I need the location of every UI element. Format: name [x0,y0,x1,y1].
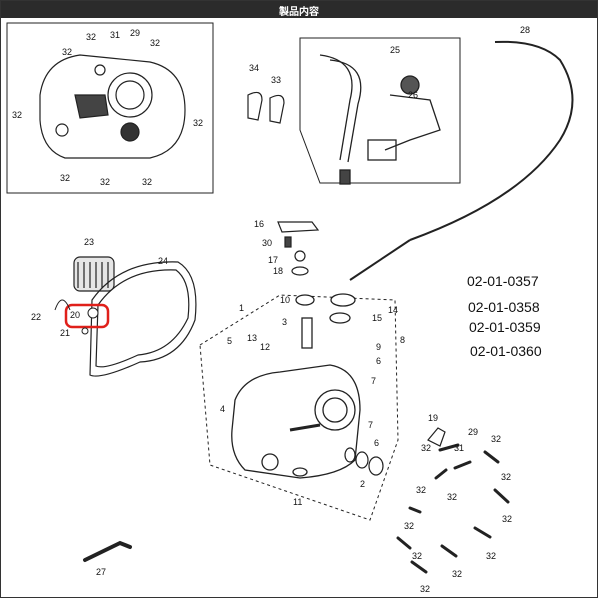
linkage-drawing [277,221,320,276]
callout-filter-2: 22 [31,312,41,322]
callout-cover-right-9: 11 [293,497,302,507]
callout-bolts-0: 19 [428,413,438,423]
callout-bolts-6: 32 [447,492,457,502]
callout-inset-8: 32 [100,177,110,187]
title-text: 製品内容 [279,7,319,18]
callout-cover-left-1: 5 [227,336,232,346]
highlight-part-20 [64,303,110,329]
cable-clamps-drawing [247,91,285,124]
part-20-plug [87,307,99,319]
callout-inset-1: 32 [86,32,96,42]
callout-bolts-12: 32 [420,584,430,594]
callout-bolts-8: 32 [404,521,414,531]
callout-labels: 32 32 31 29 32 32 32 32 32 32 28 25 26 3… [12,25,530,594]
callout-cover-right-8: 2 [360,479,365,489]
callout-inset-9: 32 [142,177,152,187]
callout-clamps-0: 34 [249,63,259,73]
callout-bolts-2: 29 [468,427,478,437]
callout-cover-right-3: 9 [376,342,381,352]
callout-filter-4: 21 [60,328,70,338]
callout-bolts-10: 32 [412,551,422,561]
cover-assembly-outline [199,294,399,521]
callout-cable-0: 28 [520,25,530,35]
part-21-o-ring [81,327,89,335]
callout-linkage-3: 18 [273,266,283,276]
lever-box [299,37,461,184]
callout-cover-right-7: 6 [374,438,379,448]
title-bar: 製品内容 [1,1,597,18]
callout-cover-right-4: 6 [376,356,381,366]
callout-bolts-13: 32 [501,472,511,482]
callout-inset-3: 29 [130,28,140,38]
callout-cover-right-6: 7 [368,420,373,430]
part-code-3: 02-01-0360 [470,343,542,359]
callout-filter-0: 23 [84,237,94,247]
callout-inset-0: 32 [62,47,72,57]
callout-cover-left-5: 10 [280,295,290,305]
part-22-spring [54,299,71,311]
callout-filter-1: 24 [158,256,168,266]
callout-lever-1: 26 [408,90,418,100]
callout-bolts-11: 32 [452,569,462,579]
callout-inset-2: 31 [110,30,120,40]
callout-filter-3: 20 [70,310,80,320]
seal-ring-set [344,447,384,476]
part-code-1: 02-01-0358 [468,299,540,315]
callout-cover-left-0: 1 [239,303,244,313]
callout-inset-7: 32 [60,173,70,183]
clutch-cable-drawing [349,40,574,281]
callout-cover-right-0: 14 [388,305,398,315]
inset-cover-drawing [39,54,186,159]
callout-inset-5: 32 [12,110,22,120]
callout-bolts-4: 32 [421,443,431,453]
lever-assembly-drawing [319,54,441,185]
callout-cover-left-3: 12 [260,342,270,352]
callout-linkage-0: 16 [254,219,264,229]
callout-linkage-2: 17 [268,255,278,265]
callout-bolts-1: 31 [454,443,464,453]
callout-bolts-3: 32 [491,434,501,444]
callout-cover-left-2: 13 [247,333,257,343]
callout-cover-left-6: 4 [220,404,225,414]
part-code-0: 02-01-0357 [467,273,539,289]
callout-tool-0: 27 [96,567,106,577]
callout-inset-6: 32 [193,118,203,128]
callout-clamps-1: 33 [271,75,281,85]
callout-bolts-7: 32 [502,514,512,524]
callout-cover-right-5: 7 [371,376,376,386]
inset-box [6,22,214,194]
callout-cover-right-2: 8 [400,335,405,345]
bracket-19-drawing [427,427,446,447]
callout-cover-right-1: 15 [372,313,382,323]
callout-linkage-1: 30 [262,238,272,248]
bolts-drawing [396,443,510,574]
callout-lever-0: 25 [390,45,400,55]
part-code-2: 02-01-0359 [469,319,541,335]
callout-cover-left-4: 3 [282,317,287,327]
clutch-cover-drawing [231,293,361,479]
filter-gasket-drawing [73,256,197,377]
callout-bolts-9: 32 [486,551,496,561]
callout-inset-4: 32 [150,38,160,48]
hex-key-27 [83,540,132,562]
callout-bolts-5: 32 [416,485,426,495]
